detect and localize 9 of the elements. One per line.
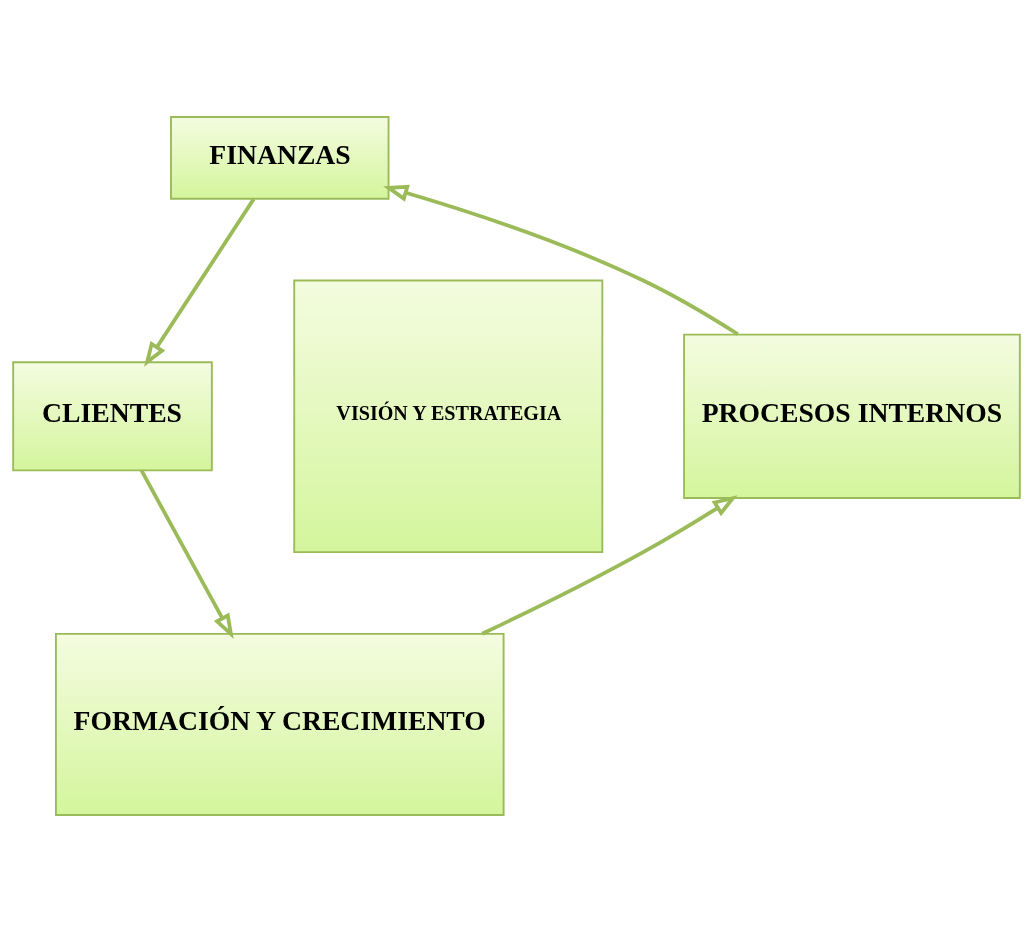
node-box: FINANZAS: [170, 115, 390, 200]
arrow: [139, 469, 234, 639]
node-box: VISIÓN Y ESTRATEGIA: [293, 279, 604, 553]
node-box: PROCESOS INTERNOS: [683, 333, 1021, 499]
arrow: [383, 184, 739, 336]
arrow: [481, 494, 738, 635]
arrow: [144, 197, 256, 367]
node-box: CLIENTES: [12, 360, 213, 471]
node-box: FORMACIÓN Y CRECIMIENTO: [54, 632, 505, 816]
